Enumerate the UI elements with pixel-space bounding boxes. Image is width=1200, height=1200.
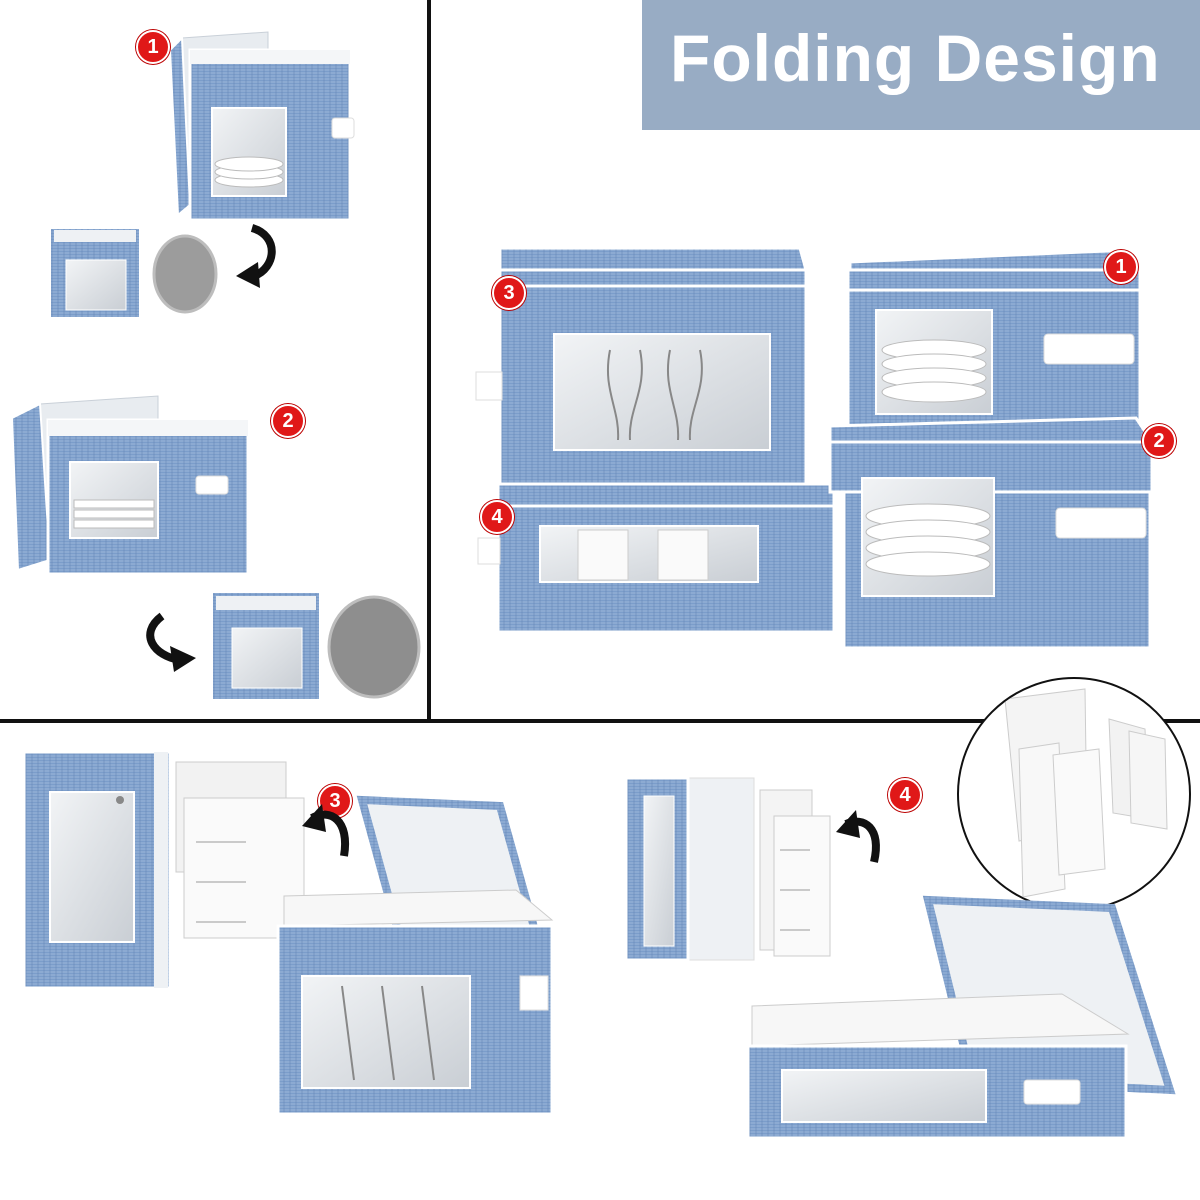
vertical-divider	[427, 0, 431, 722]
lid-disc-2	[327, 595, 421, 699]
curved-arrow-icon	[836, 810, 880, 863]
divider-sheets-4	[759, 789, 831, 957]
box-2-plates	[828, 416, 1155, 650]
box-2-assembled	[10, 395, 250, 576]
curved-arrow-icon	[146, 612, 196, 672]
open-box-4-compartments	[746, 895, 1176, 1140]
step-1-badge: 1	[136, 30, 170, 64]
divider-sheets-3	[175, 761, 305, 939]
flat-box-4	[624, 776, 755, 962]
step-3-badge: 3	[492, 276, 526, 310]
open-box-3-compartments	[276, 795, 554, 1116]
step-4-badge-bottom: 4	[888, 778, 922, 812]
dividers-inset	[957, 677, 1191, 911]
box-2-folded	[211, 591, 321, 701]
step-4-badge: 4	[480, 500, 514, 534]
title-banner: Folding Design	[642, 0, 1200, 130]
curved-arrow-icon	[236, 224, 276, 288]
box-1-folded	[49, 227, 141, 319]
box-4-mugs	[477, 482, 836, 634]
flat-box-3	[22, 750, 172, 990]
box-1-assembled	[168, 31, 355, 222]
step-2-badge: 2	[271, 404, 305, 438]
curved-arrow-icon	[302, 804, 350, 857]
lid-disc-1	[152, 234, 218, 314]
horizontal-divider	[0, 719, 1200, 723]
step-2-badge-right: 2	[1142, 424, 1176, 458]
step-1-badge-right: 1	[1104, 250, 1138, 284]
box-3-glasses	[475, 246, 808, 488]
banner-title: Folding Design	[670, 21, 1161, 95]
